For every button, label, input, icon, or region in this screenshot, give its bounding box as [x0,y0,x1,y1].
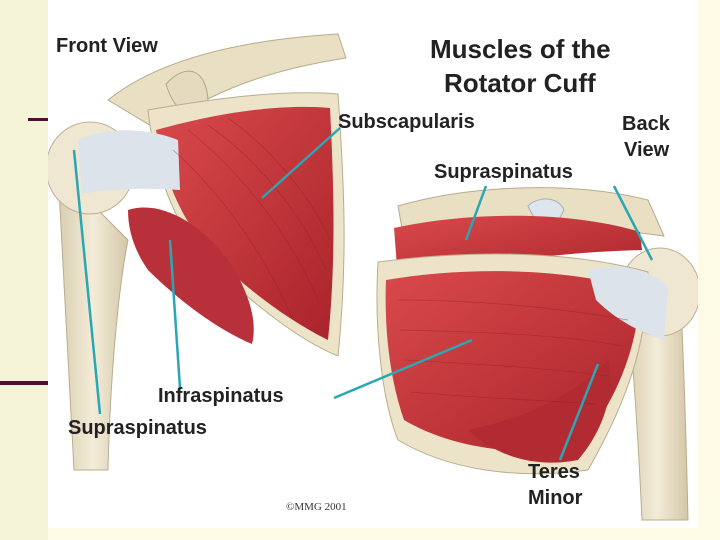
subscapularis-label: Subscapularis [338,111,475,133]
copyright-text: ©MMG 2001 [286,501,347,513]
slide-left-panel [0,0,48,540]
title-line-1: Muscles of the [430,34,611,64]
anatomy-drawing [48,33,698,521]
supraspinatus-back-label: Supraspinatus [434,161,573,183]
infraspinatus-label: Infraspinatus [158,385,284,407]
teres-minor-label-line-1: Teres [528,461,580,483]
supraspinatus-front-label: Supraspinatus [68,417,207,439]
back-view-label-line-2: View [624,139,670,161]
teres-minor-label-line-2: Minor [528,487,583,509]
front-view-shoulder [48,33,347,471]
back-view-label-line-1: Back [622,113,670,135]
accent-rule-bottom [0,381,92,385]
rotator-cuff-illustration: Front View Muscles of the Rotator Cuff S… [48,0,698,528]
front-view-label: Front View [56,35,158,57]
label-leader-lines [72,127,654,461]
title-line-2: Rotator Cuff [444,68,596,98]
back-view-shoulder [376,187,698,521]
